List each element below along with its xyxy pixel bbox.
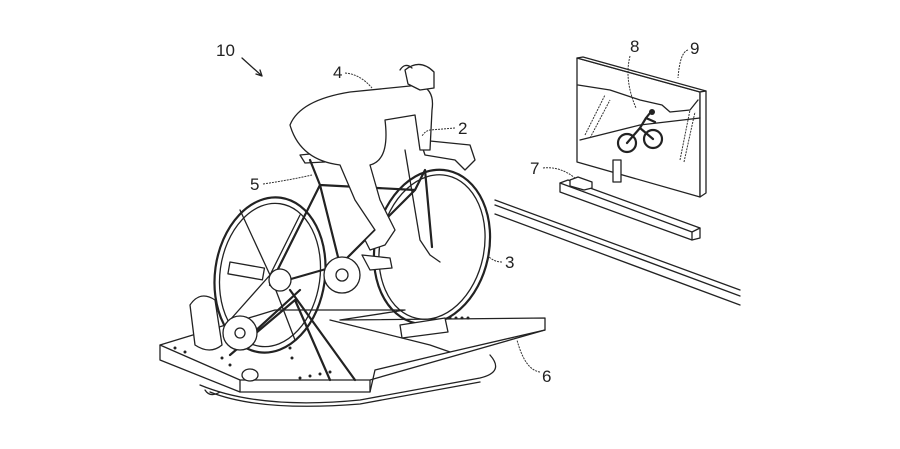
console-soundbar (559, 176, 701, 241)
rider (289, 63, 441, 271)
rear-wheel (213, 196, 327, 354)
label-2: 2 (458, 119, 467, 138)
trainer (189, 261, 357, 382)
avatar-cyclist (616, 109, 664, 154)
label-3: 3 (505, 253, 514, 272)
label-8: 8 (630, 37, 639, 56)
label-7: 7 (530, 159, 539, 178)
wall-baseboard (494, 199, 741, 306)
label-10: 10 (216, 41, 235, 60)
label-4: 4 (333, 63, 342, 82)
label-6: 6 (542, 367, 551, 386)
label-9: 9 (690, 39, 699, 58)
arrow-icon (241, 57, 263, 77)
reference-labels: 10 4 2 5 3 6 7 8 9 (216, 37, 699, 386)
label-5: 5 (250, 175, 259, 194)
display-monitor (576, 56, 707, 198)
